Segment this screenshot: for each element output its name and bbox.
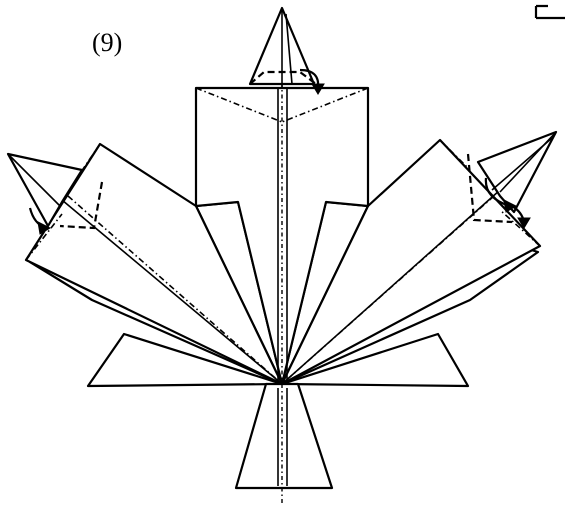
right-bottom-flap bbox=[280, 332, 470, 388]
top-panel-right-crease bbox=[281, 87, 369, 123]
left-bottom-flap bbox=[86, 332, 284, 388]
right-fold-arrow bbox=[484, 177, 518, 213]
corner-fold-mark bbox=[534, 4, 565, 20]
stem bbox=[234, 382, 334, 490]
top-fold-arrow bbox=[299, 68, 325, 95]
right-wing-valley-fold bbox=[466, 153, 513, 224]
right-fold-arrow-lower bbox=[511, 205, 531, 229]
left-wing-valley-fold bbox=[59, 181, 104, 230]
top-point-valley-fold bbox=[249, 70, 317, 85]
left-wing-crease bbox=[61, 199, 283, 385]
left-wing-lower-crease bbox=[25, 213, 63, 261]
right-wing-crease bbox=[281, 189, 501, 385]
left-wing-tip-crease bbox=[7, 153, 61, 207]
left-fold-arrow bbox=[28, 207, 52, 235]
step-number-label: (9) bbox=[92, 28, 123, 57]
top-panel-left-crease bbox=[195, 87, 283, 123]
right-wing-lower-crease bbox=[499, 209, 541, 247]
right-wing-tip-crease bbox=[491, 137, 553, 191]
